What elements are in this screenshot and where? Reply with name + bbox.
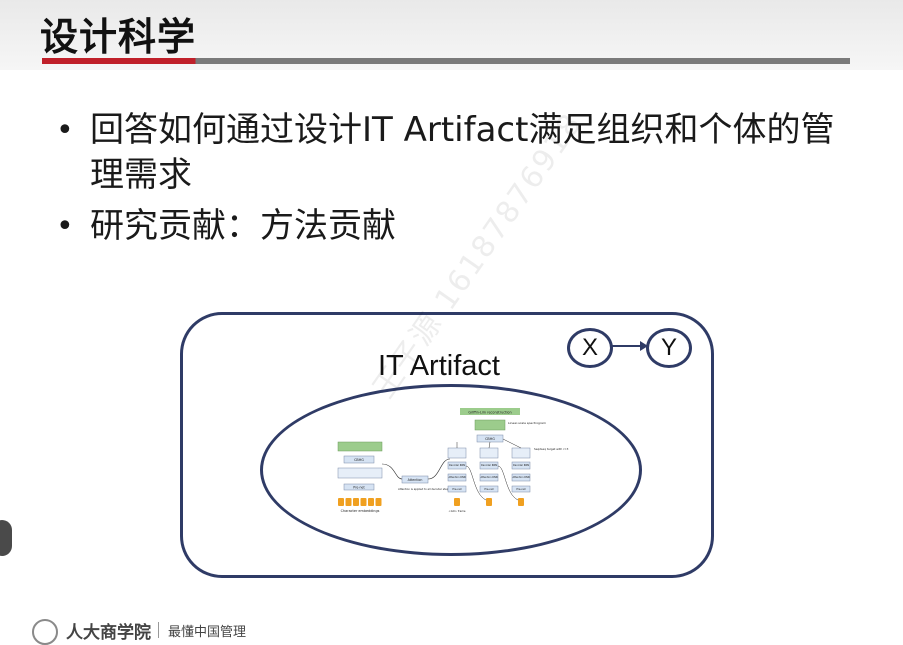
spectrogram-block	[474, 419, 506, 431]
bullet-text: 研究贡献：方法贡献	[90, 206, 396, 246]
footer: 人大商学院 最懂中国管理	[0, 616, 903, 645]
encoder-middle-block	[337, 467, 383, 479]
decoder-columns: Decoder RNN Attention RNN Pre-net <GO> f…	[447, 438, 569, 513]
bullet-list: • 回答如何通过设计IT Artifact满足组织和个体的管理需求 • 研究贡献…	[56, 108, 856, 255]
it-artifact-label: IT Artifact	[378, 350, 500, 382]
node-x: X	[567, 328, 613, 368]
bullet-dot: •	[56, 209, 74, 244]
cbhg-left-block	[343, 455, 375, 464]
svg-text:Decoder RNN: Decoder RNN	[513, 464, 529, 467]
bullet-text: 回答如何通过设计IT Artifact满足组织和个体的管理需求	[90, 110, 835, 195]
svg-text:Pre-net: Pre-net	[452, 487, 461, 491]
outer-rounded-box	[180, 312, 714, 578]
svg-text:Decoder RNN: Decoder RNN	[449, 464, 465, 467]
attention-label: Attention	[408, 478, 423, 482]
svg-text:Attention RNN: Attention RNN	[512, 476, 529, 479]
char-embeddings-label: Character embeddings	[341, 509, 380, 513]
svg-text:Attention RNN: Attention RNN	[480, 476, 497, 479]
attention-block	[401, 475, 429, 484]
bullet-item: • 研究贡献：方法贡献	[56, 204, 856, 249]
encoder-output-block	[337, 441, 383, 452]
prenet-left-label: Pre-net	[353, 486, 365, 490]
footer-slogan: 最懂中国管理	[168, 625, 247, 640]
griffin-lim-label: Griffin-Lim reconstruction	[468, 411, 511, 415]
school-name: 人大商学院	[66, 623, 151, 643]
cbhg-top-label: CBHG	[485, 437, 495, 441]
seq2seq-label: Seq2seq target with r=3	[534, 447, 569, 451]
svg-text:Pre-net: Pre-net	[484, 487, 493, 491]
svg-text:Decoder RNN: Decoder RNN	[481, 464, 497, 467]
arrow-x-to-y	[612, 341, 648, 351]
cbhg-left-label: CBHG	[354, 458, 364, 462]
spectrogram-label: Linear-scale spectrogram	[508, 421, 546, 425]
prenet-left-block	[343, 483, 375, 491]
bullet-item: • 回答如何通过设计IT Artifact满足组织和个体的管理需求	[56, 108, 856, 198]
school-logo	[32, 619, 58, 645]
side-scroll-handle[interactable]	[0, 520, 12, 556]
artifact-ellipse	[260, 384, 642, 556]
bullet-dot: •	[56, 113, 74, 148]
svg-text:Pre-net: Pre-net	[516, 487, 525, 491]
tacotron-architecture-diagram: Griffin-Lim reconstruction Linear-scale …	[337, 408, 569, 513]
node-y: Y	[646, 328, 692, 368]
svg-text:<GO> frame: <GO> frame	[449, 509, 466, 513]
slide-title: 设计科学	[40, 15, 197, 59]
griffin-lim-block	[460, 408, 520, 415]
research-diagram: X Y IT Artifact Griffin-Lim reconstructi…	[180, 312, 714, 578]
svg-text:Attention RNN: Attention RNN	[448, 476, 465, 479]
character-embeddings	[338, 498, 382, 506]
title-underline	[42, 58, 850, 64]
attention-note: Attention is applied to all decoder step…	[398, 487, 450, 491]
footer-divider	[158, 622, 159, 638]
